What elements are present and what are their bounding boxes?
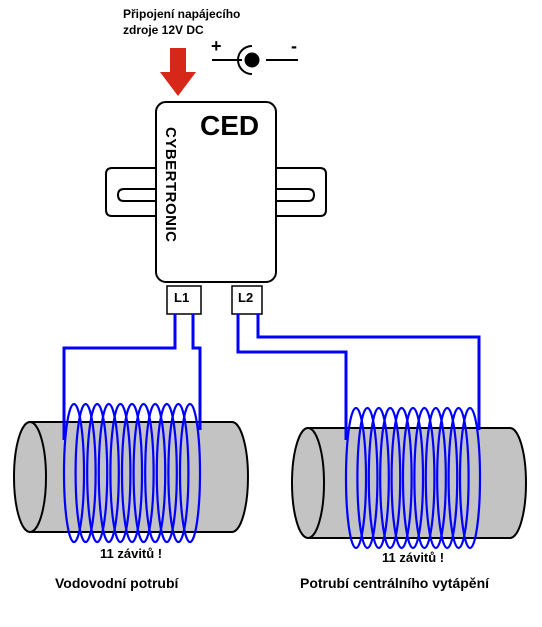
wires [62, 314, 481, 440]
coil-turn [436, 406, 459, 550]
wire-l1-a [62, 314, 177, 440]
coil-turn [86, 402, 109, 544]
pipe-label-left: Vodovodní potrubí [55, 575, 179, 591]
terminal-l2-label: L2 [238, 290, 254, 305]
coil-turn [458, 406, 482, 550]
coil-turn [424, 406, 447, 550]
right-pipe [291, 427, 527, 539]
coil-turn [401, 406, 425, 550]
coil-turn [413, 406, 436, 550]
pipe-label-right: Potrubí centrálního vytápění [300, 575, 490, 591]
mounting-ear-right [273, 167, 327, 217]
power-caption-line2: zdroje 12V DC [123, 23, 204, 37]
coil-turn [155, 402, 178, 544]
power-arrow [160, 48, 196, 96]
coil-right [344, 406, 482, 550]
coil-turn [109, 402, 132, 544]
coil-turn [97, 402, 120, 544]
coil-turn [62, 402, 86, 544]
wire-l2-b [256, 314, 481, 430]
coil-turn [356, 406, 379, 550]
coil-turn [132, 402, 155, 544]
coil-turn [344, 406, 368, 550]
coil-turn [379, 406, 402, 550]
coil-turn [120, 402, 144, 544]
terminal-box-l1 [166, 285, 202, 315]
ced-device [105, 101, 327, 315]
terminal-l1-label: L1 [174, 290, 190, 305]
terminal-box-l2 [231, 285, 263, 315]
coil-turn [367, 406, 390, 550]
coil-turn [167, 402, 190, 544]
coil-turns-right: 11 závitů ! [382, 550, 445, 565]
coil-left [62, 402, 202, 544]
coil-turn [178, 402, 202, 544]
device-title: CED [200, 110, 260, 141]
power-caption: Připojení napájecího zdroje 12V DC [123, 6, 240, 38]
coil-turn [390, 406, 413, 550]
wire-l2-a [236, 314, 348, 440]
device-brand: CYBERTRONIC [162, 127, 179, 243]
device-body [155, 101, 277, 283]
coil-turns-left: 11 závitů ! [100, 546, 163, 561]
coil-turn [144, 402, 167, 544]
coil-turn [447, 406, 470, 550]
minus-label: - [291, 36, 297, 56]
power-caption-line1: Připojení napájecího [123, 7, 241, 21]
coil-turn [74, 402, 97, 544]
mounting-ear-left [105, 167, 159, 217]
plus-label: + [211, 36, 222, 56]
wire-l1-b [191, 314, 202, 430]
dc-jack-symbol [212, 45, 298, 75]
